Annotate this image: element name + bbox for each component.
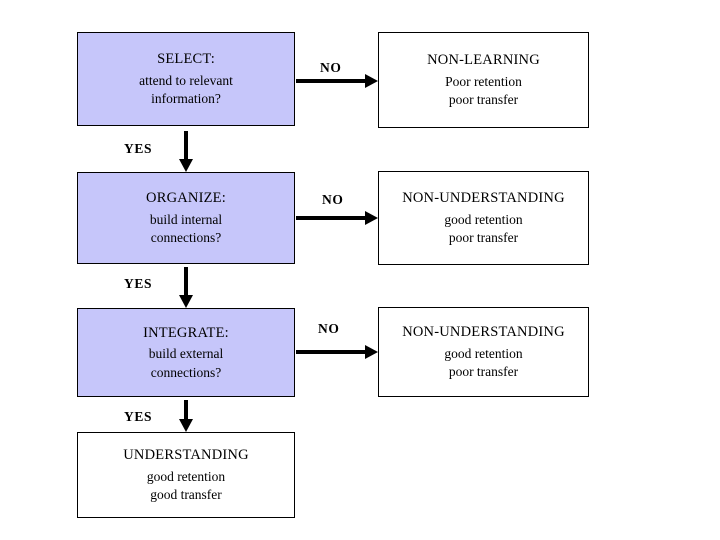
arrow-shaft: [184, 267, 188, 296]
node-title: NON-LEARNING: [427, 52, 540, 69]
node-line: good retention: [444, 345, 523, 361]
arrow-organize-no: [296, 211, 378, 225]
node-line: good retention: [146, 468, 226, 484]
arrow-head: [179, 295, 193, 308]
edge-label-yes-organize: YES: [124, 276, 153, 291]
arrow-select-yes: [179, 131, 193, 172]
decision-node-organize[interactable]: ORGANIZE: build internal connections?: [77, 172, 295, 264]
arrow-head: [365, 345, 378, 359]
node-title: ORGANIZE:: [146, 190, 226, 207]
edge-label-no-organize: NO: [322, 192, 344, 207]
outcome-node-non-learning[interactable]: NON-LEARNING Poor retention poor transfe…: [378, 32, 589, 128]
node-title: UNDERSTANDING: [123, 447, 249, 464]
edge-label-no-select: NO: [320, 60, 342, 75]
decision-node-select[interactable]: SELECT: attend to relevant information?: [77, 32, 295, 126]
arrow-shaft: [184, 131, 188, 160]
node-line: poor transfer: [448, 92, 519, 108]
node-line: build internal: [149, 211, 223, 227]
node-line: information?: [151, 91, 221, 107]
arrow-integrate-no: [296, 345, 378, 359]
arrow-shaft: [296, 216, 366, 220]
arrow-select-no: [296, 74, 378, 88]
node-title: NON-UNDERSTANDING: [402, 190, 565, 207]
node-line: good retention: [444, 211, 523, 227]
node-line: Poor retention: [445, 73, 522, 89]
edge-label-yes-select: YES: [124, 141, 153, 156]
node-line: poor transfer: [448, 364, 519, 380]
arrow-shaft: [296, 79, 366, 83]
arrow-shaft: [296, 350, 366, 354]
node-line: poor transfer: [448, 230, 519, 246]
arrow-organize-yes: [179, 267, 193, 308]
node-line: connections?: [150, 364, 222, 380]
node-line: attend to relevant: [139, 72, 233, 88]
node-title: NON-UNDERSTANDING: [402, 324, 565, 341]
arrow-head: [365, 74, 378, 88]
edge-label-yes-integrate: YES: [124, 409, 153, 424]
outcome-node-understanding[interactable]: UNDERSTANDING good retention good transf…: [77, 432, 295, 518]
node-title: SELECT:: [157, 51, 215, 68]
edge-label-no-integrate: NO: [318, 321, 340, 336]
arrow-head: [179, 419, 193, 432]
node-line: build external: [148, 346, 224, 362]
arrow-head: [365, 211, 378, 225]
arrow-head: [179, 159, 193, 172]
arrow-shaft: [184, 400, 188, 420]
outcome-node-non-understanding-2[interactable]: NON-UNDERSTANDING good retention poor tr…: [378, 307, 589, 397]
arrow-integrate-yes: [179, 400, 193, 432]
node-line: good transfer: [150, 487, 222, 503]
decision-node-integrate[interactable]: INTEGRATE: build external connections?: [77, 308, 295, 397]
outcome-node-non-understanding-1[interactable]: NON-UNDERSTANDING good retention poor tr…: [378, 171, 589, 265]
node-line: connections?: [150, 230, 222, 246]
node-title: INTEGRATE:: [143, 324, 229, 341]
